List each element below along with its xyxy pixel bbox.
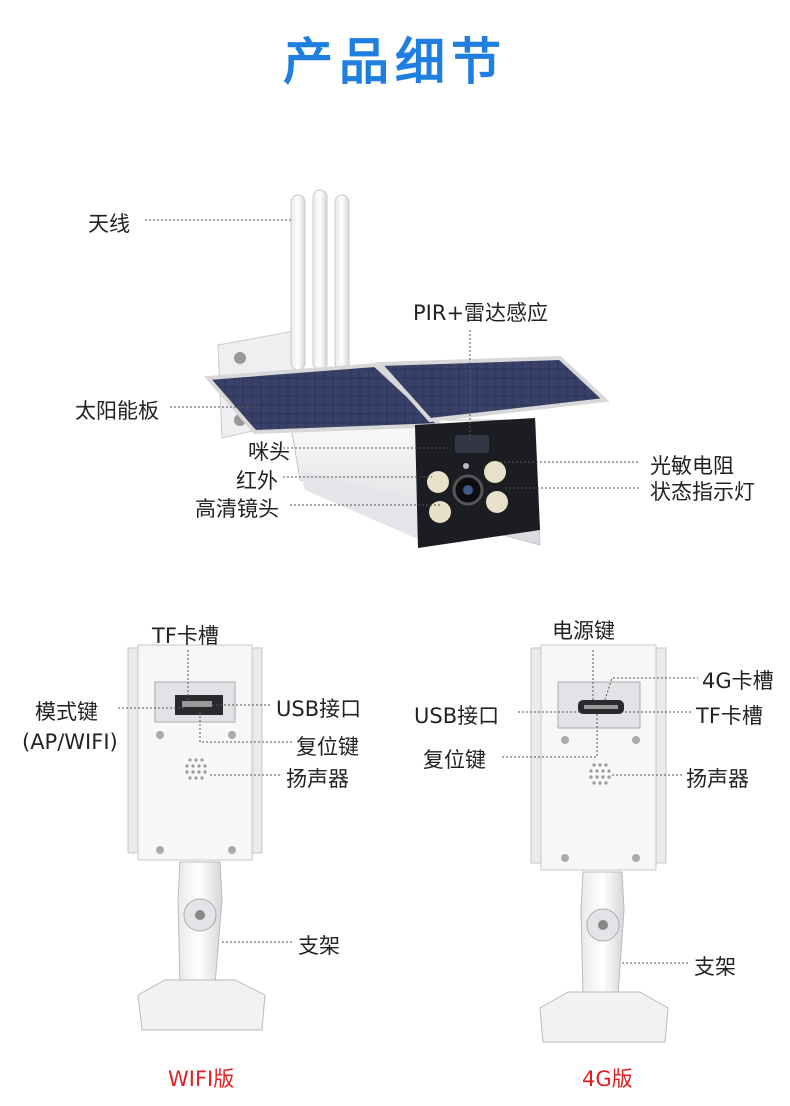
- speaker-grille: [589, 763, 611, 785]
- label-mode-key: 模式键: [35, 700, 98, 724]
- page-title: 产品细节: [283, 33, 507, 91]
- bracket-base: [137, 979, 266, 1031]
- ir-led: [484, 461, 506, 483]
- label-solar-panel: 太阳能板: [75, 399, 159, 423]
- label-status-light: 状态指示灯: [650, 480, 755, 504]
- bracket-knob-center: [195, 910, 205, 920]
- wifi-back-view: [127, 644, 266, 1031]
- label-mic: 咪头: [248, 440, 290, 464]
- label-power-key: 电源键: [552, 619, 615, 643]
- leader-lines-top: [145, 219, 640, 506]
- label-g4-tf-slot: TF卡槽: [696, 704, 763, 728]
- label-sim-slot: 4G卡槽: [702, 669, 774, 693]
- g4-back-view: [530, 644, 669, 1043]
- back-cover: [137, 644, 253, 861]
- leader-lines-4g: [500, 650, 698, 964]
- screw: [228, 846, 236, 854]
- solar-camera: [203, 189, 610, 548]
- label-mode-key-sub: (AP/WIFI): [22, 730, 118, 754]
- photo-sensor: [463, 463, 469, 469]
- label-wifi-usb-port: USB接口: [276, 697, 362, 721]
- label-wifi-speaker: 扬声器: [286, 767, 349, 791]
- ir-led: [429, 501, 451, 523]
- ir-led: [427, 471, 449, 493]
- bracket-knob-center: [598, 920, 608, 930]
- port-pin: [584, 705, 618, 709]
- label-wifi-bracket: 支架: [298, 934, 340, 958]
- label-g4-reset-key: 复位键: [423, 748, 486, 772]
- screw: [156, 731, 164, 739]
- label-wifi-version: WIFI版: [168, 1067, 235, 1091]
- label-g4-usb-port: USB接口: [414, 704, 500, 728]
- label-g4-bracket: 支架: [694, 955, 736, 979]
- label-hd-lens: 高清镜头: [195, 497, 279, 521]
- mount-screw: [234, 352, 246, 364]
- screw: [632, 736, 640, 744]
- port-pin: [182, 701, 212, 707]
- label-g4-version: 4G版: [582, 1067, 633, 1091]
- screw: [156, 846, 164, 854]
- screw: [561, 736, 569, 744]
- pir-sensor: [455, 435, 489, 453]
- ir-led: [486, 491, 508, 513]
- screw: [228, 731, 236, 739]
- bracket-base: [539, 991, 669, 1043]
- speaker-grille: [185, 758, 207, 780]
- label-antenna: 天线: [88, 212, 130, 236]
- label-wifi-tf-slot: TF卡槽: [152, 624, 219, 648]
- leader-lines-wifi: [118, 650, 294, 943]
- screw: [632, 854, 640, 862]
- label-g4-speaker: 扬声器: [686, 767, 749, 791]
- antenna: [334, 194, 350, 371]
- antenna: [290, 194, 306, 371]
- label-photoresistor: 光敏电阻: [650, 454, 734, 478]
- antenna: [312, 189, 328, 371]
- solar-panel-right: [375, 355, 610, 423]
- label-wifi-reset-key: 复位键: [296, 735, 359, 759]
- screw: [561, 854, 569, 862]
- label-pir-radar: PIR+雷达感应: [413, 301, 549, 325]
- lens-glass: [463, 485, 473, 495]
- label-infrared: 红外: [236, 469, 278, 493]
